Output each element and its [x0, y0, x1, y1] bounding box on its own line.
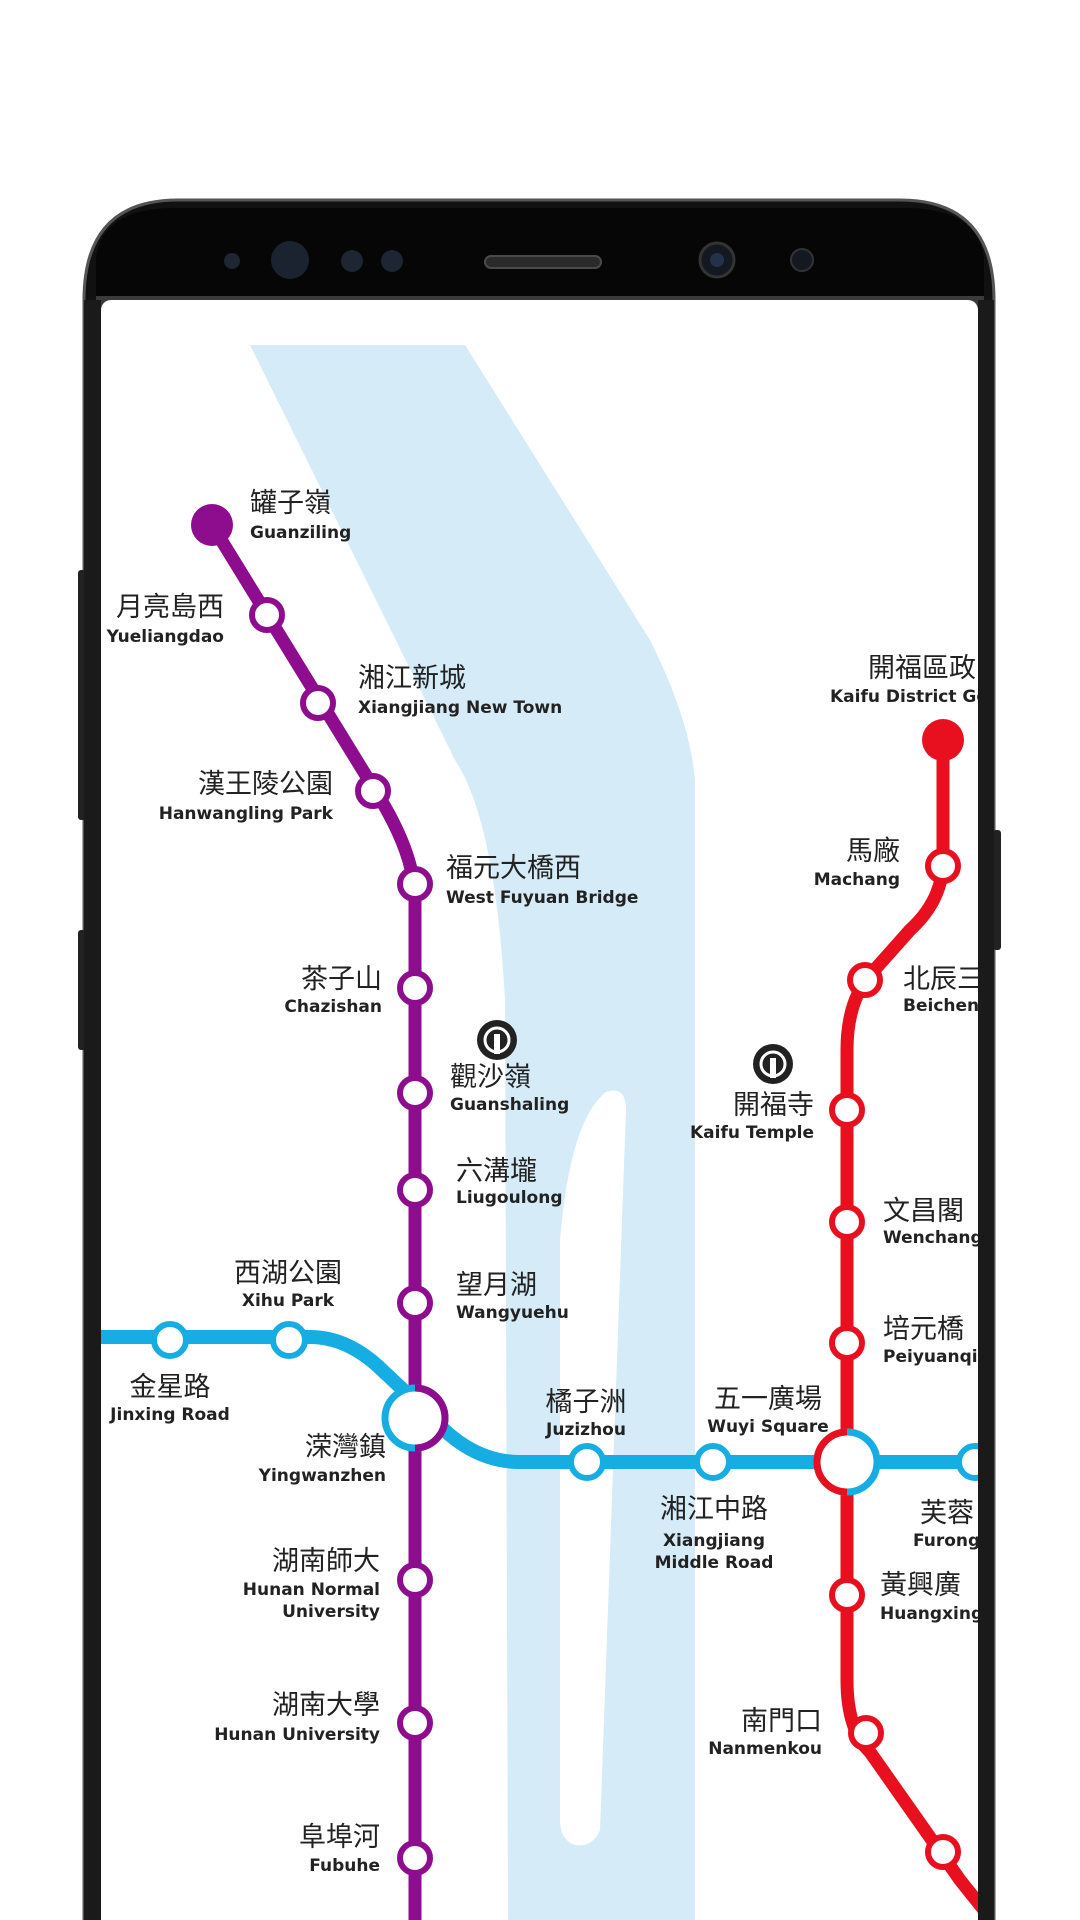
label-kaifu-district-en: Kaifu District Gov [830, 687, 999, 707]
station-xihu-park[interactable] [270, 1321, 308, 1359]
station-chazishan[interactable] [397, 970, 433, 1006]
screen-edge-left [84, 300, 101, 1920]
label-xihu-park-cn: 西湖公園 [234, 1258, 342, 1289]
label-peiyuan-cn: 培元橋 [883, 1314, 964, 1345]
label-guanshaling-cn: 觀沙嶺 [450, 1062, 531, 1093]
label-wuyi-square-cn: 五一廣場 [714, 1384, 822, 1415]
station-red-next[interactable] [925, 1834, 961, 1870]
label-beichen-en: Beichen I [903, 996, 991, 1016]
label-xiangjiang-middle-en1: Xiangjiang [663, 1531, 765, 1551]
label-kaifu-temple-en: Kaifu Temple [690, 1123, 814, 1143]
label-liugoulong-en: Liugoulong [456, 1188, 563, 1208]
label-hanwangling-cn: 漢王陵公園 [198, 769, 333, 800]
station-xiangjiang-new-town[interactable] [300, 685, 336, 721]
label-guanshaling-en: Guanshaling [450, 1095, 569, 1115]
label-furong-cn: 芙蓉 [920, 1498, 974, 1529]
label-yingwanzhen-en: Yingwanzhen [258, 1466, 386, 1486]
label-huangxing-cn: 黃興廣 [880, 1570, 961, 1601]
label-xihu-park-en: Xihu Park [242, 1291, 335, 1311]
station-guanshaling[interactable] [397, 1075, 433, 1111]
label-hunan-university-cn: 湖南大學 [272, 1690, 380, 1721]
label-guanziling-cn: 罐子嶺 [250, 488, 331, 519]
label-west-fuyuan-en: West Fuyuan Bridge [446, 888, 638, 908]
label-yingwanzhen-cn: 溁灣鎮 [305, 1432, 386, 1463]
label-peiyuan-en: Peiyuanqia [883, 1347, 989, 1367]
station-xiangjiang-middle[interactable] [694, 1443, 732, 1481]
label-wuyi-square-en: Wuyi Square [707, 1417, 829, 1437]
station-hunan-university[interactable] [397, 1705, 433, 1741]
sensor-icon [790, 248, 814, 272]
label-hunan-normal-cn: 湖南師大 [272, 1546, 380, 1577]
label-beichen-cn: 北辰三 [903, 964, 984, 995]
label-juzizhou-cn: 橘子洲 [546, 1387, 627, 1418]
label-nanmenkou-cn: 南門口 [741, 1706, 822, 1737]
railway-station-icon [477, 1020, 517, 1060]
label-jinxing-road-cn: 金星路 [130, 1372, 211, 1403]
station-machang[interactable] [925, 848, 961, 884]
station-juzizhou[interactable] [568, 1443, 606, 1481]
station-kaifu-temple[interactable] [829, 1092, 865, 1128]
label-machang-cn: 馬廠 [846, 836, 900, 867]
label-nanmenkou-en: Nanmenkou [708, 1739, 822, 1759]
railway-station-icon [753, 1044, 793, 1084]
label-yueliangdao-cn: 月亮島西 [116, 592, 224, 623]
station-wenchang[interactable] [829, 1204, 865, 1240]
speaker-grille [484, 255, 602, 269]
sensor-icon [224, 253, 240, 269]
label-fubuhe-en: Fubuhe [309, 1856, 380, 1876]
label-furong-en: Furong [913, 1531, 980, 1551]
screen-edge-right [978, 300, 994, 1920]
label-hunan-normal-en2: University [282, 1602, 380, 1622]
station-yueliangdao[interactable] [249, 597, 285, 633]
label-kaifu-district-cn: 開福區政 [868, 653, 976, 684]
label-fubuhe-cn: 阜埠河 [299, 1822, 380, 1853]
label-kaifu-temple-cn: 開福寺 [733, 1090, 814, 1121]
label-chazishan-cn: 茶子山 [301, 964, 382, 995]
label-wenchang-en: Wenchangg [883, 1228, 995, 1248]
label-xiangjiang-middle-cn: 湘江中路 [660, 1494, 768, 1525]
station-hunan-normal[interactable] [397, 1562, 433, 1598]
label-hunan-normal-en1: Hunan Normal [243, 1580, 380, 1600]
label-machang-en: Machang [814, 870, 900, 890]
label-wangyuehu-cn: 望月湖 [456, 1270, 537, 1301]
label-hanwangling-en: Hanwangling Park [159, 804, 334, 824]
label-guanziling-en: Guanziling [250, 523, 351, 543]
station-fubuhe[interactable] [397, 1840, 433, 1876]
label-hunan-university-en: Hunan University [214, 1725, 380, 1745]
label-xiangjiang-new-town-en: Xiangjiang New Town [358, 698, 562, 718]
station-terminal-guanziling[interactable] [191, 504, 233, 546]
label-yueliangdao-en: Yueliangdao [106, 627, 224, 647]
label-chazishan-en: Chazishan [284, 997, 382, 1017]
label-xiangjiang-middle-en2: Middle Road [655, 1553, 774, 1573]
station-peiyuan[interactable] [829, 1325, 865, 1361]
station-huangxing[interactable] [829, 1577, 865, 1613]
station-furong[interactable] [956, 1443, 991, 1481]
label-xiangjiang-new-town-cn: 湘江新城 [358, 663, 466, 694]
label-juzizhou-en: Juzizhou [545, 1420, 626, 1440]
label-west-fuyuan-cn: 福元大橋西 [446, 853, 581, 884]
station-west-fuyuan[interactable] [397, 866, 433, 902]
station-wangyuehu[interactable] [397, 1285, 433, 1321]
sensor-icon [341, 250, 363, 272]
station-terminal-kaifu-district[interactable] [922, 719, 964, 761]
interchange-wuyi-square[interactable] [813, 1428, 881, 1496]
label-jinxing-road-en: Jinxing Road [109, 1405, 230, 1425]
iris-scanner-icon [271, 241, 309, 279]
station-beichen[interactable] [847, 962, 883, 998]
label-wangyuehu-en: Wangyuehu [456, 1303, 569, 1323]
interchange-yingwanzhen[interactable] [381, 1384, 449, 1452]
sensor-icon [381, 250, 403, 272]
station-jinxing-road[interactable] [151, 1321, 189, 1359]
label-liugoulong-cn: 六溝壠 [456, 1156, 537, 1187]
label-wenchang-cn: 文昌閣 [883, 1196, 964, 1227]
station-nanmenkou[interactable] [848, 1715, 884, 1751]
power-button [993, 830, 1001, 950]
metro-map-screen[interactable]: 罐子嶺 Guanziling 月亮島西 Yueliangdao 湘江新城 Xia… [90, 300, 1000, 1920]
station-labels: 罐子嶺 Guanziling 月亮島西 Yueliangdao 湘江新城 Xia… [106, 488, 999, 1876]
label-huangxing-en: Huangxing [880, 1604, 983, 1624]
station-liugoulong[interactable] [397, 1172, 433, 1208]
station-hanwangling[interactable] [355, 773, 391, 809]
